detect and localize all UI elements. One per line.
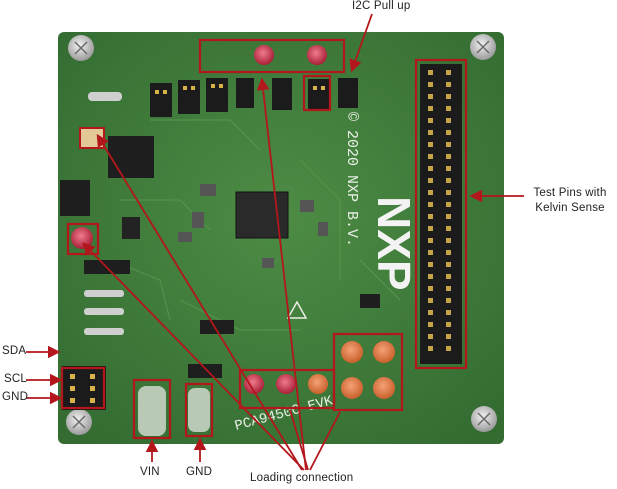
test-pin-header [420, 64, 462, 364]
loading-posts-row [244, 374, 328, 394]
test-pin [446, 178, 451, 183]
i2c-pullup-test-point-right [307, 45, 327, 65]
test-pin [446, 154, 451, 159]
test-pin [446, 70, 451, 75]
test-pin [446, 226, 451, 231]
test-pin [428, 262, 433, 267]
test-pin [446, 346, 451, 351]
test-pin [428, 214, 433, 219]
label-test-pins: Test Pins with Kelvin Sense [526, 186, 614, 216]
i2c-header [62, 366, 106, 410]
test-pin [428, 166, 433, 171]
test-pin [446, 274, 451, 279]
pmic-ic [235, 191, 289, 239]
test-pin [446, 262, 451, 267]
test-pin [446, 286, 451, 291]
label-scl: SCL [4, 373, 27, 385]
silk-copyright: © 2020 NXP B.V. [343, 112, 360, 247]
test-pin [446, 166, 451, 171]
test-pin [428, 274, 433, 279]
test-pin [428, 286, 433, 291]
test-pin [428, 298, 433, 303]
annotation-arrows [26, 13, 524, 471]
test-pin [428, 238, 433, 243]
loading-posts-block [341, 341, 395, 399]
test-pin [428, 250, 433, 255]
label-i2c-pullup: I2C Pull up [352, 0, 411, 12]
test-pin [428, 94, 433, 99]
test-pin [446, 334, 451, 339]
test-pin [446, 82, 451, 87]
test-pin [446, 130, 451, 135]
test-pin [428, 130, 433, 135]
test-pin [428, 142, 433, 147]
test-pin [428, 70, 433, 75]
warning-triangle-icon [286, 300, 308, 319]
test-pin [446, 310, 451, 315]
test-pin [428, 178, 433, 183]
test-pin [446, 190, 451, 195]
silk-nxp-logo: NXP [368, 196, 420, 291]
test-pin [446, 106, 451, 111]
test-pin [446, 214, 451, 219]
label-sda: SDA [2, 345, 27, 357]
test-pin [428, 310, 433, 315]
test-pin [428, 154, 433, 159]
i2c-pullup-test-point-left [254, 45, 274, 65]
label-test-pins-line2: Kelvin Sense [535, 202, 605, 214]
test-pin [428, 190, 433, 195]
label-test-pins-line1: Test Pins with [533, 187, 607, 199]
test-pin [446, 238, 451, 243]
test-pin [428, 322, 433, 327]
label-gnd-left: GND [2, 391, 29, 403]
top-jumper-row [150, 78, 358, 117]
test-pin [446, 298, 451, 303]
test-pin [428, 106, 433, 111]
test-pin [446, 142, 451, 147]
test-pin [446, 118, 451, 123]
test-pin [428, 334, 433, 339]
test-pin [428, 226, 433, 231]
test-pin [446, 322, 451, 327]
label-loading-connection: Loading connection [250, 472, 354, 484]
label-vin: VIN [140, 466, 160, 478]
test-pin [428, 202, 433, 207]
test-pin [428, 118, 433, 123]
test-pin [428, 82, 433, 87]
test-pin [446, 94, 451, 99]
test-pin [428, 346, 433, 351]
annotation-boxes [60, 38, 468, 440]
test-pin [446, 250, 451, 255]
corner-screws [66, 34, 497, 435]
test-pin [446, 202, 451, 207]
label-gnd-bottom: GND [186, 466, 213, 478]
